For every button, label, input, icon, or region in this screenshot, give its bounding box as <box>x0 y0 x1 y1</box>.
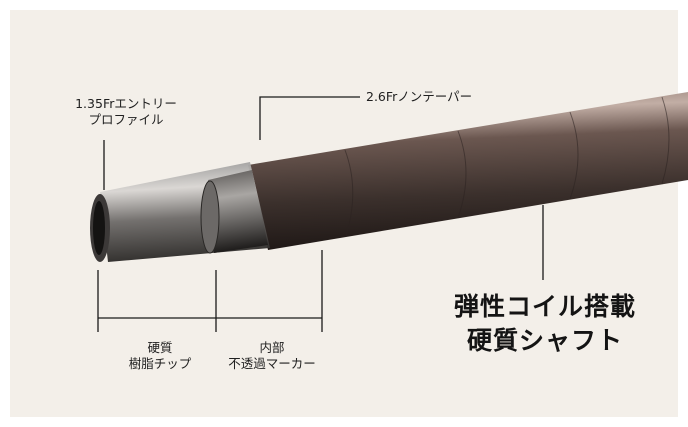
label-non-taper: 2.6Frノンテーパー <box>366 89 473 104</box>
label-entry-profile: 1.35Frエントリー プロファイル <box>58 96 194 128</box>
marker-band <box>208 170 268 253</box>
label-marker-line1: 内部 <box>259 340 285 355</box>
label-shaft: 弾性コイル搭載 硬質シャフト <box>430 290 660 358</box>
label-shaft-line2: 硬質シャフト <box>466 326 623 355</box>
shaft-body <box>248 92 688 250</box>
label-entry-profile-line1: 1.35Frエントリー <box>75 96 177 111</box>
label-hard-tip-line1: 硬質 <box>147 340 173 355</box>
label-marker-line2: 不透過マーカー <box>228 356 316 371</box>
label-marker: 内部 不透過マーカー <box>216 340 328 372</box>
label-shaft-line1: 弾性コイル搭載 <box>453 292 636 321</box>
marker-ring <box>200 180 220 254</box>
coil-pattern <box>344 96 670 237</box>
label-hard-tip: 硬質 樹脂チップ <box>108 340 212 372</box>
label-entry-profile-line2: プロファイル <box>88 112 164 127</box>
leader-non-taper <box>259 96 360 140</box>
label-hard-tip-line2: 樹脂チップ <box>128 356 192 371</box>
